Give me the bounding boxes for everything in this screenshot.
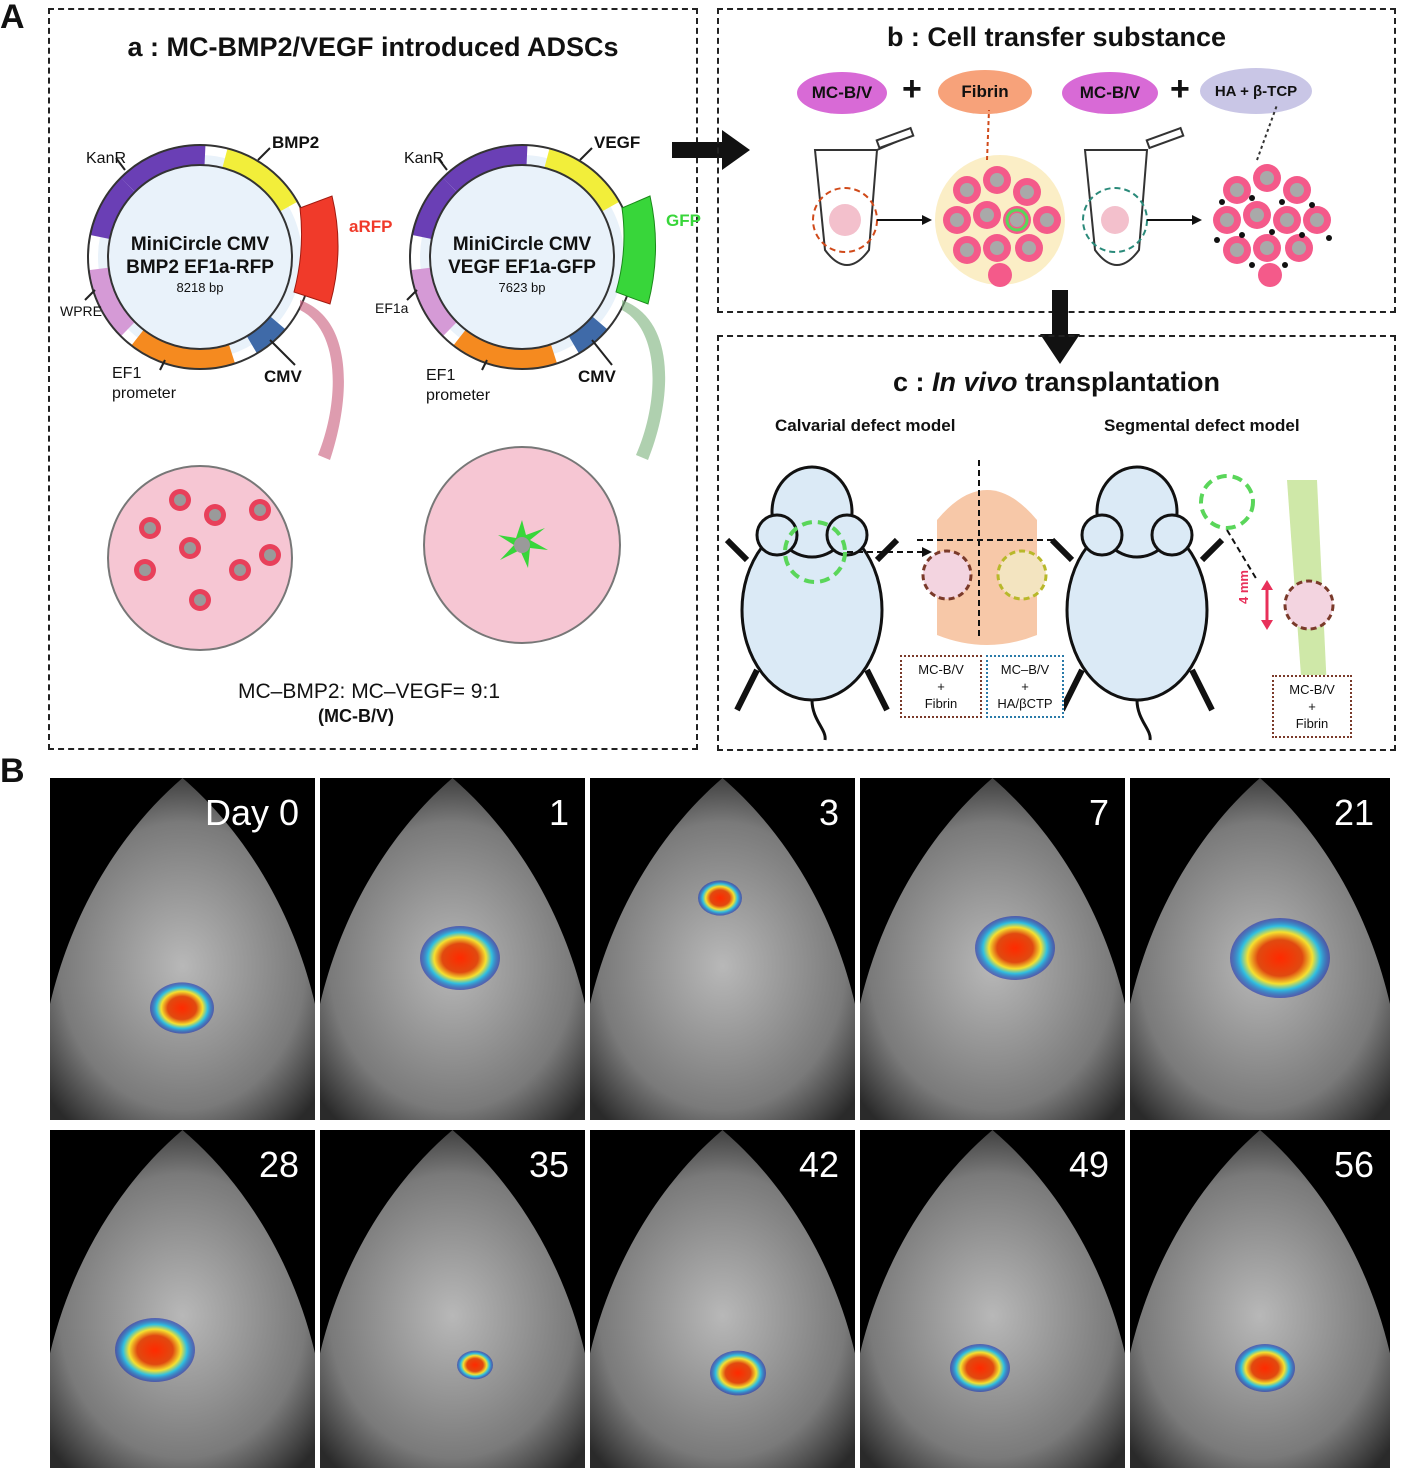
mouse-photo-render: [590, 1130, 855, 1468]
pill-ha-tcp: HA + β-TCP: [1200, 68, 1312, 114]
fluorescence-signal: [1230, 918, 1330, 998]
cmv-segment: [246, 316, 286, 354]
box-a-introduced-adscs: a : MC-BMP2/VEGF introduced ADSCs: [48, 8, 698, 750]
fluorescence-signal: [420, 926, 500, 990]
day-label: 28: [258, 1144, 299, 1185]
arrow-b-to-c: [1040, 290, 1080, 364]
rfp-cell-dish: [107, 465, 293, 651]
plasmid-2-kanr-label: KanR: [404, 150, 445, 167]
note-calvarial-hatcp: MC–B/V+HA/βCTP: [986, 655, 1064, 718]
wpre-segment: [88, 267, 136, 337]
pill-fibrin: Fibrin: [938, 70, 1032, 114]
pill-mcbv-1: MC-B/V: [797, 72, 887, 114]
plus-2: +: [1170, 70, 1190, 108]
fluorescence-signal: [710, 1350, 766, 1396]
mouse-photo-render: [860, 1130, 1125, 1468]
ratio-name: (MC-B/V): [318, 706, 394, 726]
fluorescence-signal: [115, 1318, 195, 1382]
day-label: 3: [818, 792, 839, 833]
calvarial-model-label: Calvarial defect model: [775, 416, 956, 435]
plasmid-1-cmv-label: CMV: [264, 367, 302, 386]
plasmid-1-size: 8218 bp: [176, 280, 224, 295]
plasmid-2-ef1-label: EF1: [426, 367, 456, 384]
fluorescence-signal: [950, 1344, 1010, 1392]
plasmid-2-size: 7623 bp: [498, 280, 546, 295]
kanr-left-segment: [90, 177, 136, 240]
mouse-photo-render: [50, 778, 315, 1120]
mouse-photo-render: [320, 778, 585, 1120]
plasmid-2-promoter-label: prometer: [426, 387, 491, 404]
plasmid-1-map: [84, 144, 666, 651]
ef1-segment: [131, 328, 236, 369]
fluorescence-signal: [150, 982, 214, 1034]
arrow-a-to-b: [672, 130, 750, 170]
rfp-reporter-block: [293, 195, 339, 305]
scale-4mm-label: 4 mm: [1236, 570, 1251, 604]
mouse-photo-render: [590, 778, 855, 1120]
plasmid-2-name: MiniCircle CMV VEGF EF1a-GFP: [448, 234, 596, 278]
imaging-photo-day-49: 49: [860, 1130, 1125, 1468]
imaging-photo-day-7: 7: [860, 778, 1125, 1120]
day-label: 42: [798, 1144, 839, 1185]
mouse-photo-render: [320, 1130, 585, 1468]
imaging-photo-day-42: 42: [590, 1130, 855, 1468]
imaging-photo-day-21: 21: [1130, 778, 1390, 1120]
mice-illustration: [724, 460, 1335, 741]
day-label: 56: [1333, 1144, 1374, 1185]
plasmid-2-vegf-label: VEGF: [594, 133, 641, 152]
gfp-cell: [498, 520, 548, 568]
box-a-title: a : MC-BMP2/VEGF introduced ADSCs: [127, 32, 619, 62]
mouse-photo-render: [50, 1130, 315, 1468]
imaging-photo-day-56: 56: [1130, 1130, 1390, 1468]
day-label: 35: [528, 1144, 569, 1185]
mouse-photo-render: [1130, 1130, 1390, 1468]
mouse-segmental: [1049, 465, 1255, 741]
segmental-model-label: Segmental defect model: [1104, 416, 1300, 435]
imaging-photo-day-3: 3: [590, 778, 855, 1120]
day-label: Day 0: [204, 792, 299, 833]
note-segmental-fibrin: MC-B/V+Fibrin: [1272, 675, 1352, 738]
plasmid-2-gfp-label: GFP: [666, 211, 701, 230]
imaging-photo-day-0: Day 0: [50, 778, 315, 1120]
day-label: 7: [1088, 792, 1109, 833]
imaging-photo-day-35: 35: [320, 1130, 585, 1468]
box-c-title: c : In vivo transplantation: [892, 367, 1221, 397]
plasmid-1-promoter-label: prometer: [112, 385, 177, 402]
fluorescence-signal: [1235, 1344, 1295, 1392]
day-label: 1: [548, 792, 569, 833]
mouse-calvarial: [724, 465, 900, 741]
plasmid-1-ef1-label: EF1: [112, 365, 142, 382]
calvaria-illustration: [937, 490, 1037, 645]
fluorescence-signal: [698, 880, 742, 916]
box-b-title: b : Cell transfer substance: [886, 22, 1227, 52]
day-label: 21: [1333, 792, 1374, 833]
mouse-photo-render: [860, 778, 1125, 1120]
plasmid-2-ef1a-label: EF1a: [375, 300, 409, 316]
plasmid-1-rfp-label: aRFP: [349, 217, 393, 236]
day-label: 49: [1068, 1144, 1109, 1185]
plasmid-2-cmv-label: CMV: [578, 367, 616, 386]
kanr-segment: [120, 144, 206, 193]
transfer-illustration: [812, 104, 1332, 287]
gfp-arrow: [622, 300, 666, 460]
bmp2-segment: [222, 148, 297, 213]
fluorescence-signal: [975, 916, 1055, 980]
plasmid-1-kanr-label: KanR: [86, 150, 127, 167]
fluorescence-signal: [457, 1350, 493, 1380]
plus-1: +: [902, 70, 922, 108]
note-calvarial-fibrin: MC-B/V+Fibrin: [900, 655, 982, 718]
box-c-in-vivo: c : In vivo transplantation: [717, 335, 1396, 751]
panel-letter-b: B: [0, 752, 25, 790]
rfp-arrow: [300, 300, 344, 460]
ratio-text: MC–BMP2: MC–VEGF= 9:1: [238, 680, 500, 703]
pill-mcbv-2: MC-B/V: [1062, 72, 1158, 114]
plasmid-1-wpre-label: WPRE: [60, 303, 102, 319]
gfp-reporter-block: [615, 195, 657, 305]
plasmid-1-bmp2-label: BMP2: [272, 133, 320, 152]
imaging-photo-day-28: 28: [50, 1130, 315, 1468]
plasmid-1-name: MiniCircle CMV BMP2 EF1a-RFP: [126, 234, 274, 278]
mouse-photo-render: [1130, 778, 1390, 1120]
imaging-photo-day-1: 1: [320, 778, 585, 1120]
panel-letter-a: A: [0, 0, 25, 36]
